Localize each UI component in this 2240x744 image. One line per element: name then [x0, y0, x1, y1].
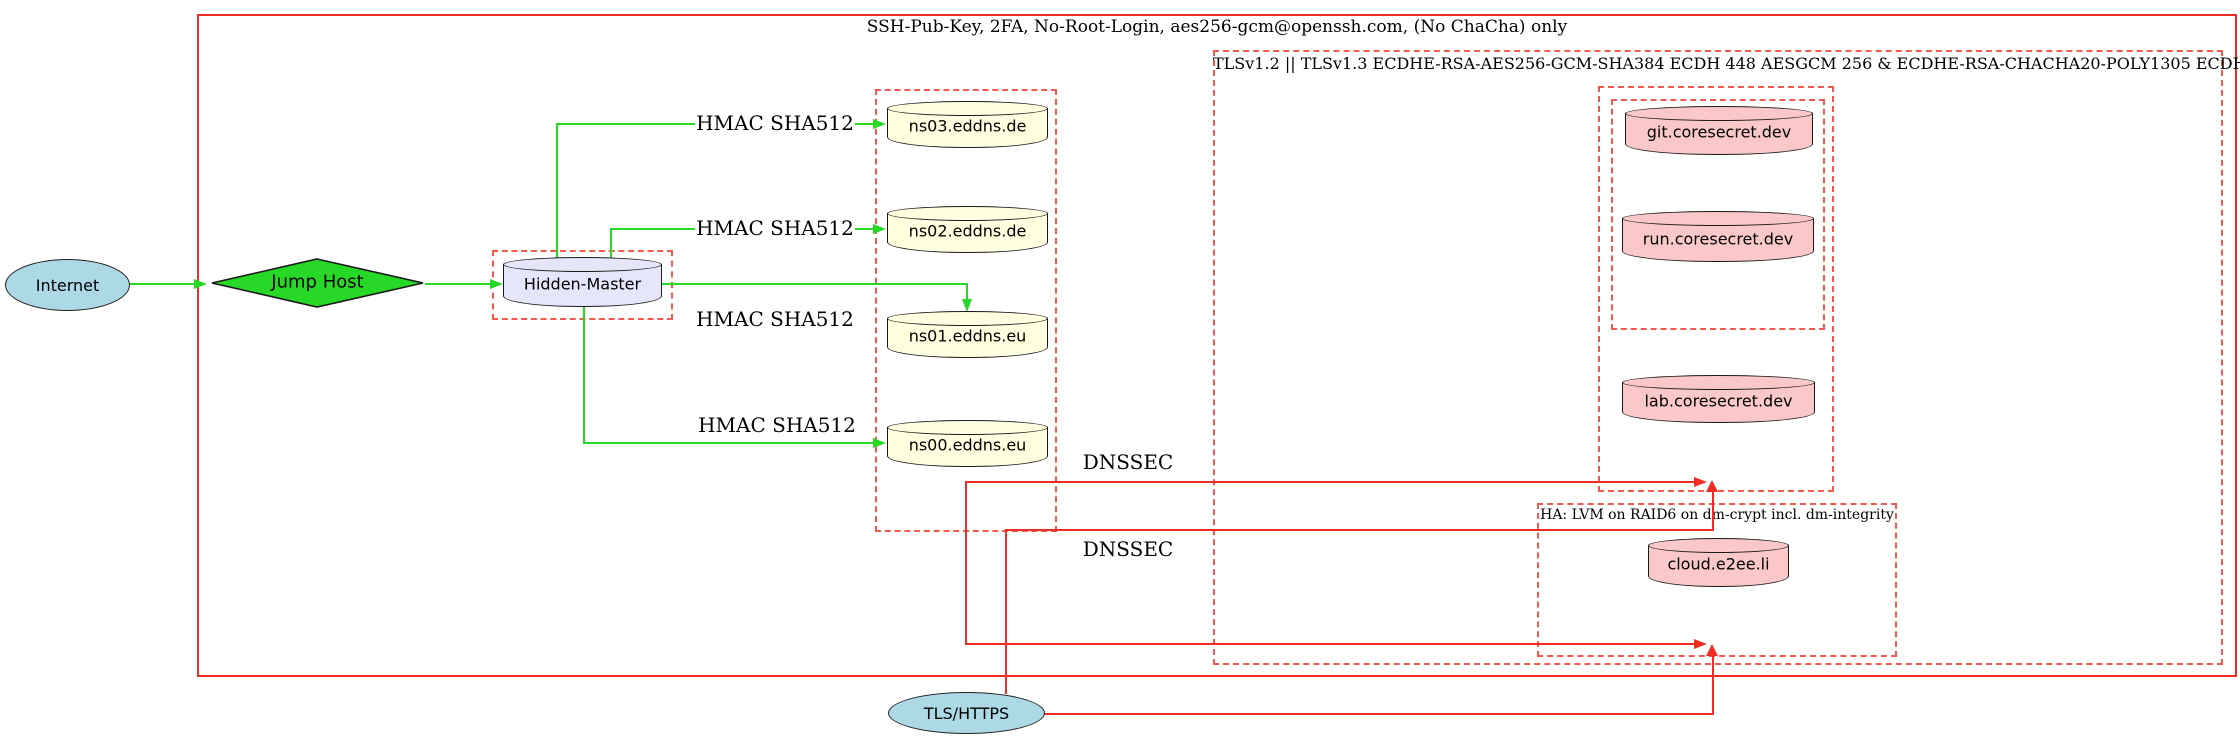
green-arrowhead-icon	[873, 224, 886, 234]
ssh-cluster-box	[197, 14, 2237, 677]
node-hidden-master-label: Hidden-Master	[523, 274, 642, 294]
node-hidden-master: Hidden-Master	[503, 257, 662, 307]
ssh-cluster-label: SSH-Pub-Key, 2FA, No-Root-Login, aes256-…	[866, 17, 1568, 37]
edge-hm-ns00-vertical	[583, 305, 585, 443]
node-cloud-e2ee: cloud.e2ee.li	[1648, 538, 1789, 587]
red-arrowhead-icon	[1706, 644, 1718, 656]
green-arrowhead-icon	[490, 279, 503, 289]
node-jump-host-label: Jump Host	[271, 271, 364, 293]
node-ns02: ns02.eddns.de	[887, 206, 1048, 253]
node-cloud-e2ee-label: cloud.e2ee.li	[1667, 554, 1770, 574]
edge-hm-ns02-vertical	[610, 228, 612, 258]
diamond-shape-icon	[211, 258, 424, 308]
node-git-coresecret: git.coresecret.dev	[1625, 106, 1813, 155]
edge-tls-to-coresecret-horizontal	[1005, 529, 1714, 531]
coresecret-inner-cluster-box	[1611, 99, 1825, 330]
node-tls-https: TLS/HTTPS	[888, 692, 1045, 734]
edge-tls-to-coresecret-upstem	[1712, 492, 1714, 531]
node-ns02-label: ns02.eddns.de	[908, 221, 1027, 241]
green-arrowhead-icon	[873, 438, 886, 448]
edge-label-dnssec-bottom: DNSSEC	[1082, 537, 1174, 561]
edge-label-hmac-ns00: HMAC SHA512	[698, 413, 856, 437]
edge-jumphost-hiddenmaster	[425, 283, 491, 285]
node-internet-label: Internet	[35, 275, 100, 295]
ha-cluster-box	[1537, 503, 1897, 657]
node-lab-coresecret-label: lab.coresecret.dev	[1644, 391, 1793, 411]
ha-cluster-label: HA: LVM on RAID6 on dm-crypt incl. dm-in…	[1540, 507, 1894, 523]
tls-cluster-box	[1213, 50, 2223, 665]
node-jump-host: Jump Host	[210, 258, 425, 308]
edge-tls-to-coresecret-vertical	[1005, 530, 1007, 694]
node-ns01: ns01.eddns.eu	[887, 311, 1048, 358]
node-git-coresecret-label: git.coresecret.dev	[1646, 122, 1792, 142]
node-tls-https-label: TLS/HTTPS	[923, 703, 1010, 723]
node-lab-coresecret: lab.coresecret.dev	[1622, 375, 1815, 423]
edge-hm-ns01-vertical	[966, 283, 968, 301]
tls-cluster-label: TLSv1.2 || TLSv1.3 ECDHE-RSA-AES256-GCM-…	[1213, 54, 2240, 73]
edge-internet-jumphost	[130, 283, 194, 285]
node-run-coresecret: run.coresecret.dev	[1622, 211, 1814, 262]
edge-hm-ns01-horizontal	[662, 283, 968, 285]
node-ns01-label: ns01.eddns.eu	[908, 326, 1027, 346]
node-ns00: ns00.eddns.eu	[887, 420, 1048, 467]
edge-hm-ns03-vertical	[556, 124, 558, 258]
node-internet: Internet	[5, 259, 130, 311]
edge-dnssec-top-horizontal	[967, 481, 1697, 483]
green-arrowhead-icon	[962, 299, 972, 312]
edge-tls-to-ha-horizontal	[1043, 713, 1714, 715]
node-ns03-label: ns03.eddns.de	[908, 116, 1027, 136]
edge-tls-to-ha-vertical	[1712, 656, 1714, 714]
edge-hm-ns00-horizontal	[583, 442, 874, 444]
red-arrowhead-icon	[1694, 477, 1707, 487]
red-arrowhead-icon	[1706, 480, 1718, 492]
edge-dnssec-connector-vertical	[965, 481, 967, 645]
edge-label-hmac-ns02: HMAC SHA512	[695, 216, 855, 240]
edge-dnssec-bottom-horizontal	[967, 643, 1697, 645]
edge-label-dnssec-top: DNSSEC	[1082, 450, 1174, 474]
edge-label-hmac-ns01: HMAC SHA512	[696, 307, 854, 331]
red-arrowhead-icon	[1694, 639, 1707, 649]
node-ns00-label: ns00.eddns.eu	[908, 435, 1027, 455]
green-arrowhead-icon	[873, 119, 886, 129]
green-arrowhead-icon	[194, 279, 207, 289]
node-run-coresecret-label: run.coresecret.dev	[1642, 229, 1794, 249]
edge-label-hmac-ns03: HMAC SHA512	[695, 111, 855, 135]
node-ns03: ns03.eddns.de	[887, 101, 1048, 148]
